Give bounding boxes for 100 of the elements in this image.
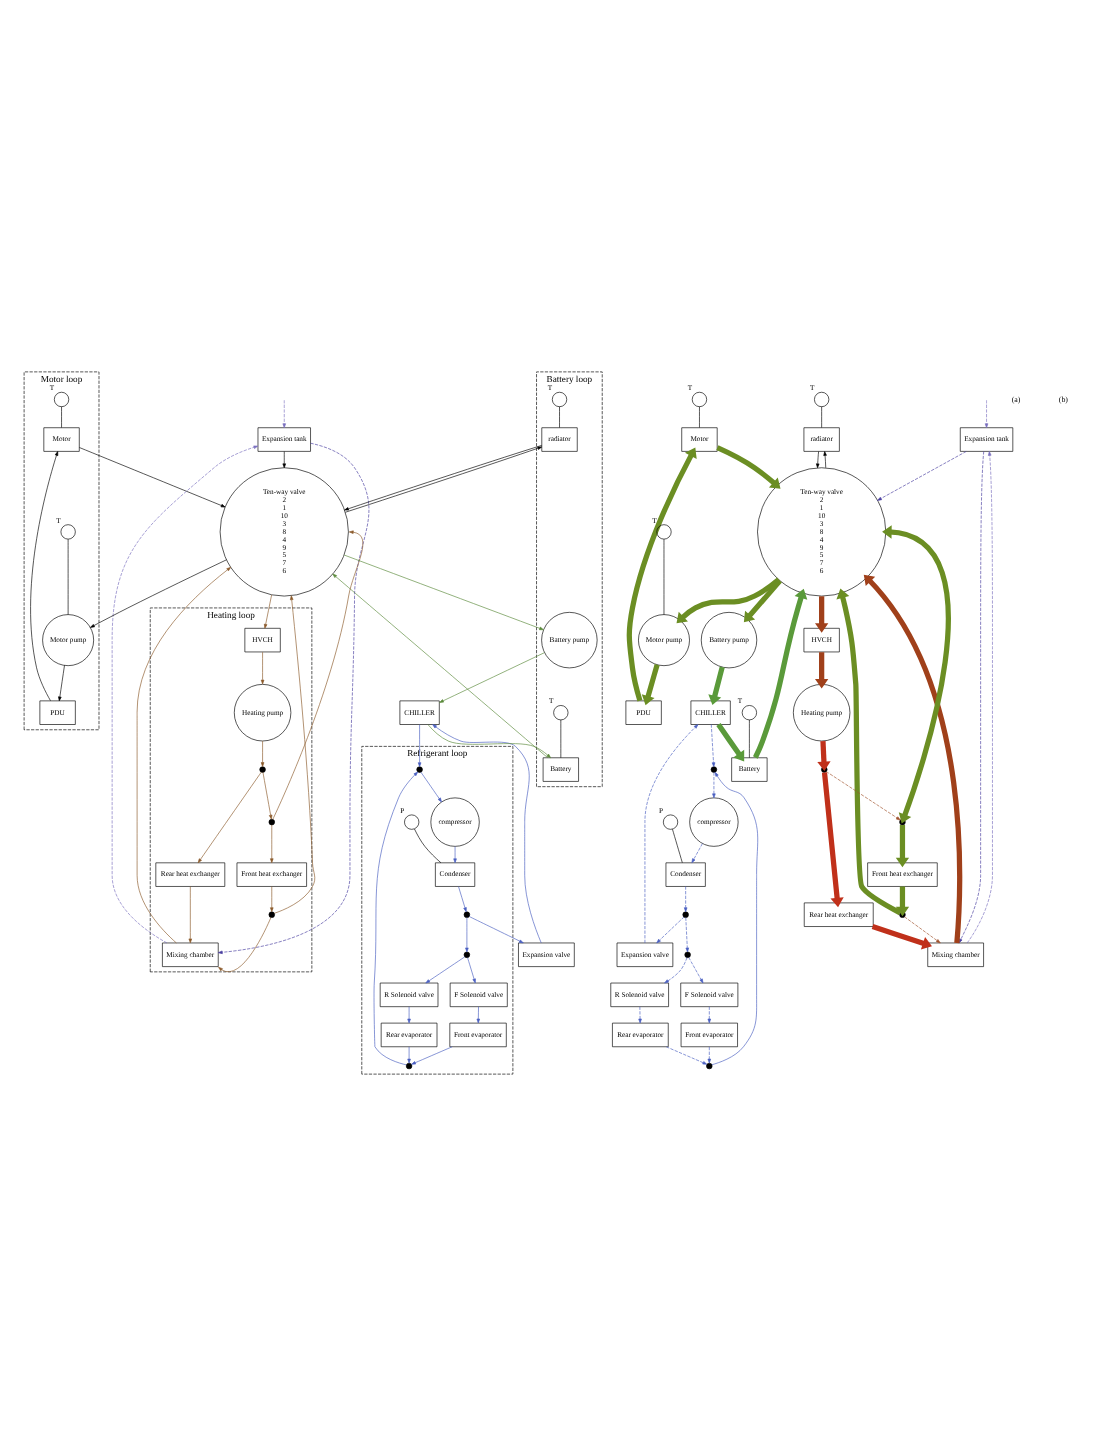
node-circle: [553, 705, 569, 721]
arrow: [708, 666, 725, 706]
arrow: [688, 957, 704, 984]
node-circle: [656, 524, 672, 540]
node-dot: [259, 766, 266, 773]
arrow: [712, 772, 716, 799]
arrow: [966, 451, 993, 944]
arrow: [136, 567, 232, 944]
arrow: [272, 530, 364, 820]
node-dot: [416, 766, 423, 773]
arrow: [332, 573, 549, 759]
arrow: [984, 399, 989, 428]
arrow: [626, 447, 697, 702]
arrow: [743, 579, 782, 623]
arrow: [707, 1006, 712, 1024]
arrow: [417, 724, 422, 767]
node-circle: [691, 391, 707, 408]
node-circle: [404, 814, 420, 830]
arrow: [958, 451, 985, 944]
arrow: [685, 917, 690, 953]
arrow: [641, 664, 660, 706]
arrow: [716, 723, 745, 762]
arrow: [453, 846, 457, 864]
arrow: [895, 824, 910, 868]
node-circle: [54, 391, 70, 408]
arrow: [877, 451, 967, 501]
arrow: [270, 824, 274, 863]
arrow: [823, 451, 827, 469]
connector: [749, 719, 750, 759]
arrow: [411, 1046, 453, 1065]
arrow: [425, 956, 466, 984]
arrow: [821, 772, 844, 908]
arrow: [904, 916, 941, 944]
arrow: [467, 957, 476, 984]
arrow: [260, 740, 265, 767]
arrow: [458, 886, 467, 912]
node-circle: [60, 524, 76, 540]
arrow: [638, 1006, 642, 1024]
arrow: [407, 1046, 411, 1064]
arrow: [30, 451, 59, 702]
arrow: [465, 917, 469, 953]
arrow: [707, 1046, 712, 1064]
arrow: [343, 554, 544, 631]
node-dot: [684, 951, 691, 958]
node-circle: [663, 814, 679, 830]
arrow: [691, 843, 703, 864]
arrow: [282, 399, 286, 428]
node-dot: [706, 1062, 713, 1070]
arrow: [716, 445, 781, 489]
arrow: [218, 917, 272, 973]
node-dot: [463, 951, 471, 958]
connector: [821, 406, 822, 428]
arrow: [274, 595, 316, 914]
arrow: [111, 445, 259, 944]
connector: [67, 538, 69, 615]
node-dot: [268, 911, 275, 918]
connector: [699, 406, 700, 428]
arrow: [263, 594, 272, 629]
arrow: [816, 451, 820, 469]
node-dot: [463, 911, 471, 918]
connector: [61, 406, 62, 428]
arrow: [90, 559, 227, 628]
arrow: [711, 772, 759, 1066]
arrow: [373, 771, 418, 1066]
arrow: [188, 886, 193, 944]
arrow: [476, 1006, 481, 1024]
connector: [559, 406, 560, 428]
node-circle: [551, 391, 568, 408]
arrow: [407, 1006, 411, 1024]
arrow: [815, 596, 829, 633]
arrow: [432, 724, 542, 944]
node-dot: [682, 911, 689, 918]
node-circle: [814, 391, 830, 408]
arrow: [676, 577, 781, 624]
node-dot: [268, 818, 275, 826]
arrow: [826, 771, 901, 821]
arrow: [753, 588, 808, 759]
arrow: [815, 652, 829, 689]
arrow: [468, 916, 524, 944]
arrow: [58, 664, 65, 702]
connector: [663, 538, 665, 615]
arrow: [665, 1046, 708, 1065]
arrow: [710, 724, 716, 767]
arrow: [218, 442, 370, 955]
node-dot: [710, 766, 718, 773]
arrow: [262, 772, 273, 820]
arrow: [871, 924, 932, 950]
arrow: [427, 724, 551, 759]
arrow: [656, 916, 685, 944]
connector: [414, 828, 442, 864]
arrow: [197, 771, 262, 864]
arrow: [260, 651, 265, 685]
arrow: [664, 957, 688, 984]
arrow: [439, 652, 545, 703]
arrow: [79, 447, 226, 508]
arrow: [282, 451, 286, 469]
arrow: [836, 588, 902, 916]
arrow: [420, 771, 442, 803]
arrow: [270, 886, 274, 912]
node-dot: [405, 1062, 413, 1070]
